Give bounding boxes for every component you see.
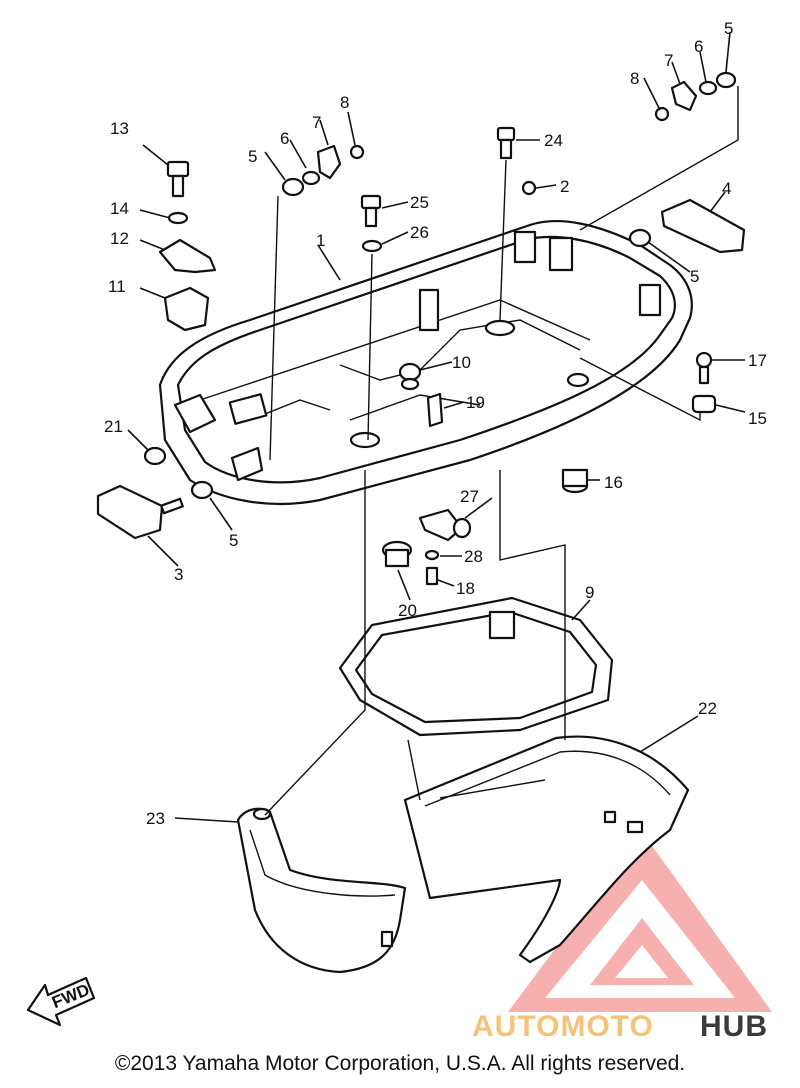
callout-28: 28 [464,547,483,566]
callout-1: 1 [316,231,325,250]
callout-14: 14 [110,199,129,218]
callout-24: 24 [544,131,563,150]
alignment-lines [264,86,739,816]
callout-18: 18 [456,579,475,598]
callout-26: 26 [410,223,429,242]
callout-13: 13 [110,119,129,138]
callout-10: 10 [452,353,471,372]
callout-11: 11 [108,277,126,296]
callout-23: 23 [146,809,165,828]
callout-19: 19 [466,393,485,412]
callout-4: 4 [722,179,731,198]
left-lower-cover [236,807,407,974]
leader-lines [127,31,746,823]
callout-6-top: 6 [280,129,289,148]
callout-22: 22 [698,699,717,718]
watermark-text-accent: HUB [700,1010,768,1043]
fwd-arrow: FWD [26,976,96,1027]
callout-5-topright: 5 [724,19,733,38]
callout-20: 20 [398,601,417,620]
watermark-logo: AUTOMOTO HUB [472,832,772,1043]
callout-17: 17 [748,351,767,370]
callout-25: 25 [410,193,429,212]
copyright-notice: ©2013 Yamaha Motor Corporation, U.S.A. A… [114,1052,686,1075]
callout-21: 21 [104,417,123,436]
callout-16: 16 [604,473,623,492]
callout-9: 9 [585,583,594,602]
callout-8-top: 8 [340,93,349,112]
callout-27: 27 [460,487,479,506]
seal-frame [338,596,614,737]
callout-3: 3 [174,565,183,584]
bottom-cowling [158,219,693,506]
callout-5-left: 5 [229,531,238,550]
right-lower-cover [403,735,690,964]
small-parts [96,71,746,586]
callout-7-top: 7 [312,113,321,132]
callout-8-topright: 8 [630,69,639,88]
callout-6-topright: 6 [694,37,703,56]
callout-2: 2 [560,177,569,196]
callout-7-topright: 7 [664,51,673,70]
callouts: 1 2 3 4 5 5 5 5 6 6 7 7 8 8 9 10 11 12 1… [104,19,767,828]
watermark-text-main: AUTOMOTO [472,1010,654,1043]
callout-15: 15 [748,409,767,428]
callout-5-right: 5 [690,267,699,286]
callout-12: 12 [110,229,129,248]
callout-5-top: 5 [248,147,257,166]
